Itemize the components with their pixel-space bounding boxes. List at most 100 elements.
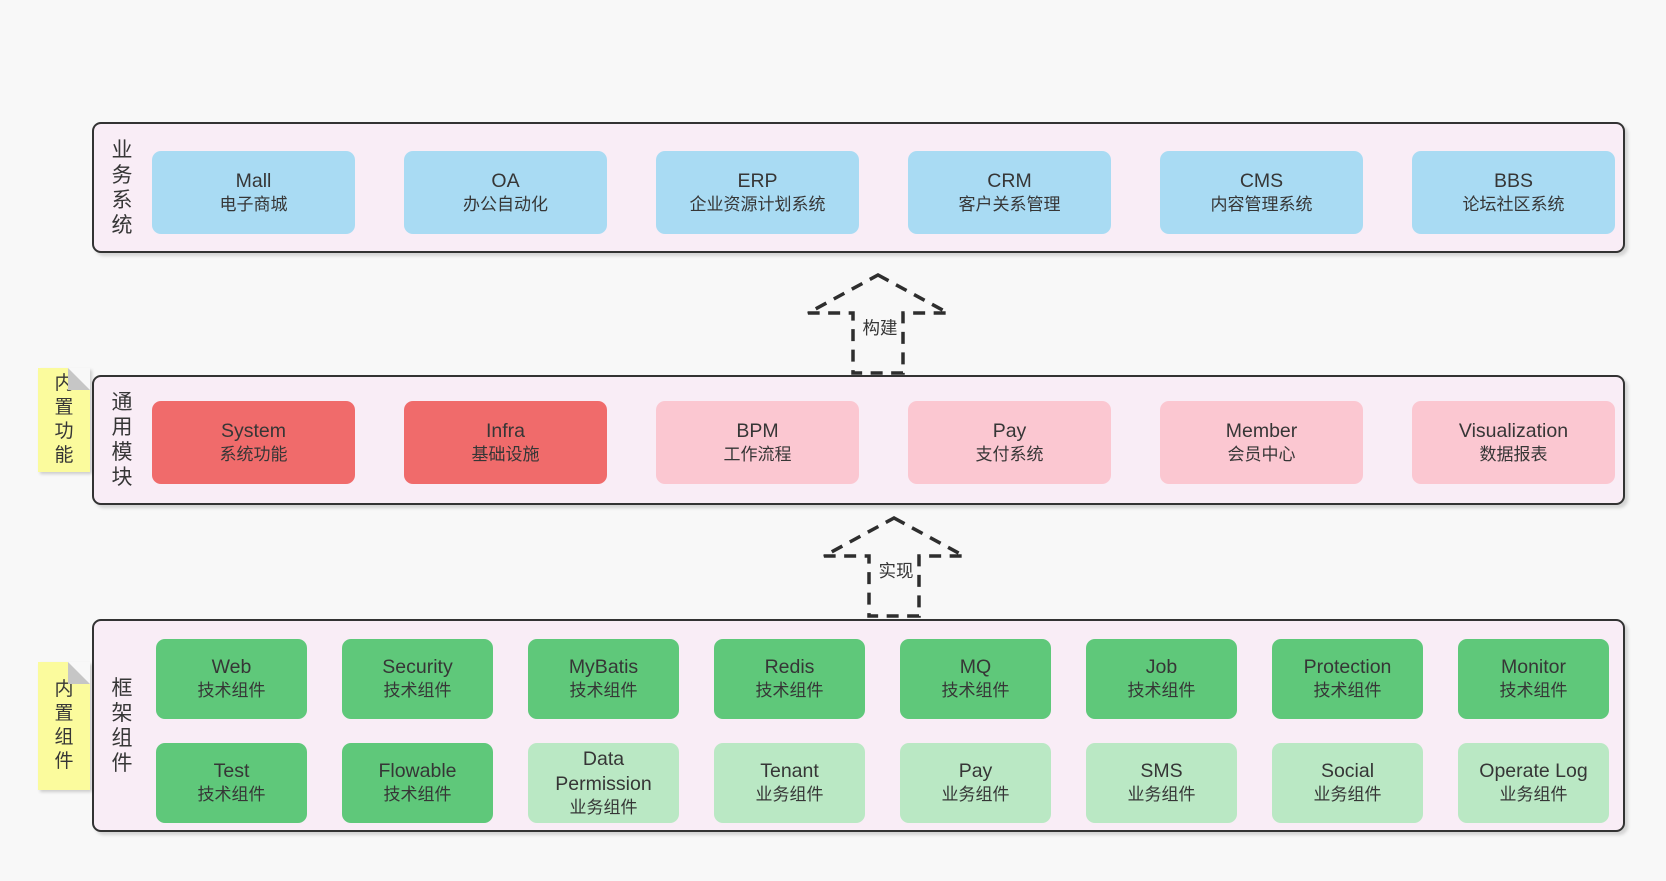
- build-arrow-shape: [807, 273, 949, 375]
- node-title: Tenant: [760, 760, 819, 783]
- node-title: Flowable: [378, 760, 457, 783]
- build-arrow: 构建: [800, 265, 960, 377]
- node-subtitle: 工作流程: [723, 444, 792, 464]
- sticky-note-text: 内置组件: [54, 679, 74, 772]
- band-business-systems-label: 业务系统: [94, 124, 150, 251]
- sticky-note-builtin-features: 内置功能: [38, 368, 90, 472]
- node-title: BPM: [736, 419, 779, 442]
- node-subtitle: 会员中心: [1227, 444, 1296, 464]
- node-subtitle: 内容管理系统: [1210, 194, 1313, 214]
- node-subtitle: 客户关系管理: [958, 194, 1061, 214]
- node-subtitle: 业务组件: [755, 785, 824, 805]
- node-subtitle: 基础设施: [471, 444, 540, 464]
- node-title: MQ: [959, 656, 992, 679]
- node-title: CRM: [987, 169, 1032, 192]
- node-title: Mall: [235, 169, 272, 192]
- node-title: Redis: [764, 656, 815, 679]
- band-label-text: 通用模块: [111, 391, 133, 489]
- node-subtitle: 论坛社区系统: [1462, 194, 1565, 214]
- band-label-text: 框架组件: [111, 676, 133, 775]
- band-framework-components-label: 框架组件: [94, 621, 150, 830]
- node-subtitle: 技术组件: [197, 681, 266, 701]
- node-title: Test: [213, 760, 250, 783]
- node-title: Infra: [485, 419, 526, 442]
- node-subtitle: 技术组件: [1499, 681, 1568, 701]
- node-subtitle: 办公自动化: [463, 194, 548, 214]
- node-title: System: [220, 419, 286, 442]
- node-title: ERP: [737, 169, 778, 192]
- node-title: Social: [1320, 760, 1375, 783]
- implement-arrow: 实现: [816, 508, 976, 620]
- node-title: OA: [491, 169, 520, 192]
- node-subtitle: 业务组件: [941, 785, 1010, 805]
- node-subtitle: 技术组件: [755, 681, 824, 701]
- node-title: Pay: [958, 760, 993, 783]
- node-subtitle: 技术组件: [383, 785, 452, 805]
- node-subtitle: 业务组件: [1127, 785, 1196, 805]
- band-label-text: 业务系统: [111, 138, 133, 237]
- node-title: Operate Log: [1479, 760, 1588, 783]
- node-title: Protection: [1303, 656, 1392, 679]
- node-title: SMS: [1140, 760, 1183, 783]
- node-subtitle: 技术组件: [1313, 681, 1382, 701]
- band-common-modules-label: 通用模块: [94, 377, 150, 503]
- node-title: BBS: [1493, 169, 1534, 192]
- node-subtitle: 业务组件: [1499, 785, 1568, 805]
- node-title: Monitor: [1500, 656, 1567, 679]
- node-subtitle: 电子商城: [219, 194, 288, 214]
- node-subtitle: 技术组件: [569, 681, 638, 701]
- node-subtitle: 技术组件: [197, 785, 266, 805]
- build-arrow-label: 构建: [859, 315, 901, 340]
- sticky-note-builtin-components: 内置组件: [38, 662, 90, 790]
- node-subtitle: 支付系统: [975, 444, 1044, 464]
- node-subtitle: 系统功能: [219, 444, 288, 464]
- node-subtitle: 技术组件: [383, 681, 452, 701]
- node-title: Job: [1145, 656, 1178, 679]
- node-title: CMS: [1239, 169, 1284, 192]
- implement-arrow-shape: [823, 516, 965, 618]
- node-subtitle: 业务组件: [569, 797, 638, 817]
- node-title: Pay: [992, 419, 1027, 442]
- node-title: Security: [382, 656, 453, 679]
- node-title: Data Permission: [555, 748, 652, 795]
- node-subtitle: 技术组件: [1127, 681, 1196, 701]
- node-title: MyBatis: [568, 656, 639, 679]
- node-subtitle: 技术组件: [941, 681, 1010, 701]
- implement-arrow-label: 实现: [875, 558, 917, 583]
- node-subtitle: 企业资源计划系统: [689, 194, 826, 214]
- sticky-note-text: 内置功能: [54, 373, 74, 466]
- node-title: Member: [1225, 419, 1298, 442]
